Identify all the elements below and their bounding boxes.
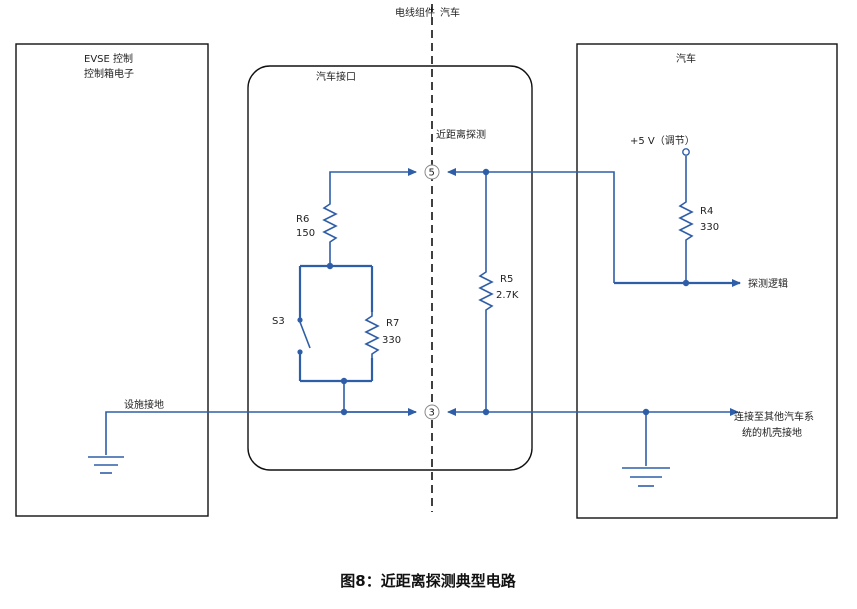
r5-value: 2.7K	[496, 290, 519, 301]
header-vehicle: 汽车	[440, 6, 460, 19]
wire-r6-to-pin5	[329, 168, 417, 200]
facility-ground-label: 设施接地	[124, 398, 164, 411]
wire-to-pin3-left	[343, 381, 417, 416]
pin-5-label: 5	[429, 168, 435, 179]
detection-logic-label: 探测逻辑	[748, 277, 788, 290]
resistor-r4	[678, 198, 694, 244]
resistor-r6	[322, 200, 338, 246]
r7-name: R7	[386, 318, 399, 329]
connector-title: 汽车接口	[316, 70, 356, 83]
evse-title: EVSE 控制	[84, 52, 133, 65]
pin-3-label: 3	[429, 408, 435, 419]
supply-terminal	[682, 148, 690, 156]
junction-r4	[682, 279, 690, 287]
wire-detect-to-pin5	[447, 168, 615, 283]
r4-value: 330	[700, 222, 719, 233]
header-cable-assembly: 电线组件	[395, 6, 435, 19]
r4-name: R4	[700, 206, 713, 217]
junction-ground-left	[340, 408, 348, 416]
chassis-label-line1: 连接至其他汽车系	[734, 410, 814, 423]
pin-3-circle	[424, 404, 440, 420]
evse-ground-symbol	[88, 456, 124, 474]
proximity-detection-label: 近距离探测	[436, 128, 486, 141]
r5-name: R5	[500, 274, 513, 285]
resistor-r5	[478, 268, 494, 314]
evse-control-box	[15, 43, 209, 517]
vehicle-ground-symbol	[622, 467, 670, 487]
r7-value: 330	[382, 335, 401, 346]
pin-5-circle	[424, 164, 440, 180]
vehicle-connector-box	[247, 65, 533, 471]
s3-name: S3	[272, 316, 285, 327]
r6-value: 150	[296, 228, 315, 239]
r6-name: R6	[296, 214, 309, 225]
wire-facility-ground	[105, 411, 416, 455]
vehicle-title: 汽车	[676, 52, 696, 65]
s3-contact-lower	[297, 349, 303, 355]
switch-s3	[299, 321, 311, 349]
resistor-r7	[364, 312, 380, 358]
s3-contact-upper	[297, 317, 303, 323]
vehicle-box	[576, 43, 838, 519]
chassis-label-line2: 统的机壳接地	[742, 426, 802, 439]
evse-subtitle: 控制箱电子	[84, 67, 134, 80]
figure-caption: 图8：近距离探测典型电路	[340, 572, 516, 590]
supply-label: +5 V（调节）	[630, 135, 695, 147]
